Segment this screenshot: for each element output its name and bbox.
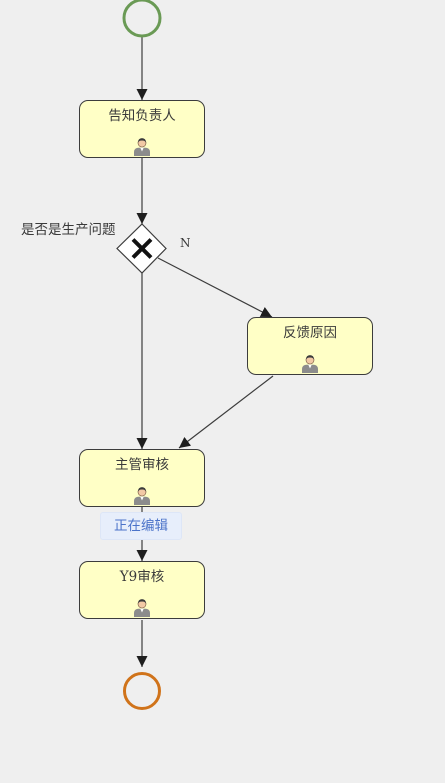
flow-feedback-to-review bbox=[178, 375, 274, 449]
task-notify-owner[interactable]: 告知负责人 bbox=[79, 100, 205, 158]
task-supervisor-review[interactable]: 主管审核 bbox=[79, 449, 205, 507]
task-label: 告知负责人 bbox=[108, 108, 176, 124]
user-icon bbox=[134, 599, 150, 617]
task-y9-review[interactable]: Y9审核 bbox=[79, 561, 205, 619]
task-label: Y9审核 bbox=[119, 569, 165, 585]
task-label: 反馈原因 bbox=[283, 325, 337, 341]
exclusive-gateway[interactable] bbox=[116, 223, 167, 274]
gateway-x-icon bbox=[131, 238, 153, 259]
start-event[interactable] bbox=[122, 0, 162, 38]
editing-status-badge: 正在编辑 bbox=[100, 512, 182, 540]
user-icon bbox=[134, 487, 150, 505]
end-event[interactable] bbox=[123, 672, 161, 710]
gateway-question-label: 是否是生产问题 bbox=[21, 222, 116, 238]
flow-gateway-to-feedback bbox=[157, 257, 273, 318]
task-feedback-reason[interactable]: 反馈原因 bbox=[247, 317, 373, 375]
branch-label-n: N bbox=[180, 236, 191, 250]
user-icon bbox=[302, 355, 318, 373]
user-icon bbox=[134, 138, 150, 156]
task-label: 主管审核 bbox=[115, 457, 169, 473]
